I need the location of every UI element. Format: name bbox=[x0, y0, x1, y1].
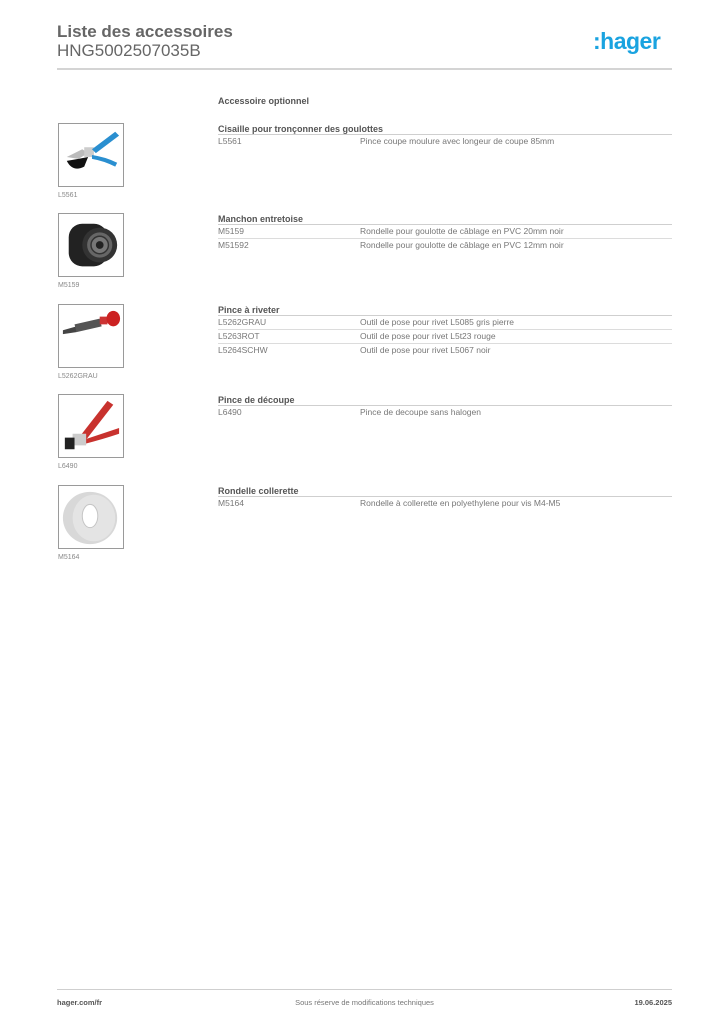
article-ref: M5159 bbox=[218, 226, 244, 236]
table-row: M51592 Rondelle pour goulotte de câblage… bbox=[218, 239, 672, 253]
disclaimer: Sous réserve de modifications techniques bbox=[295, 998, 434, 1007]
article-description: Pince coupe moulure avec longeur de coup… bbox=[360, 136, 555, 146]
article-ref: L5263ROT bbox=[218, 331, 260, 341]
category-title: Cisaille pour tronçonner des goulottes bbox=[218, 123, 672, 135]
product-reference: HNG5002507035B bbox=[57, 41, 201, 60]
table-row: M5164 Rondelle à collerette en polyethyl… bbox=[218, 497, 672, 511]
rivet-tool-icon bbox=[58, 304, 124, 368]
article-description: Outil de pose pour rivet L5t23 rouge bbox=[360, 331, 496, 341]
image-label: L6490 bbox=[58, 463, 78, 470]
article-ref: L5262GRAU bbox=[218, 317, 267, 327]
image-label: M5159 bbox=[58, 282, 80, 289]
article-ref: L5264SCHW bbox=[218, 345, 268, 355]
category-title: Rondelle collerette bbox=[218, 485, 672, 497]
spacer-sleeve-icon bbox=[58, 213, 124, 277]
article-ref: M5164 bbox=[218, 498, 244, 508]
document-header: Liste des accessoires HNG5002507035B bbox=[57, 22, 233, 60]
table-row: M5159 Rondelle pour goulotte de câblage … bbox=[218, 225, 672, 239]
article-description: Pince de decoupe sans halogen bbox=[360, 407, 481, 417]
category-title: Manchon entretoise bbox=[218, 213, 672, 225]
table-row: L6490 Pince de decoupe sans halogen bbox=[218, 406, 672, 420]
collar-washer-icon bbox=[58, 485, 124, 549]
table-row: L5264SCHW Outil de pose pour rivet L5067… bbox=[218, 344, 672, 358]
table-row: L5561 Pince coupe moulure avec longeur d… bbox=[218, 135, 672, 149]
cutting-pliers-icon bbox=[58, 394, 124, 458]
category-title: Pince de découpe bbox=[218, 394, 672, 406]
article-description: Rondelle pour goulotte de câblage en PVC… bbox=[360, 240, 564, 250]
table-row: L5262GRAU Outil de pose pour rivet L5085… bbox=[218, 316, 672, 330]
section-title: Accessoire optionnel bbox=[218, 96, 310, 106]
article-description: Outil de pose pour rivet L5085 gris pier… bbox=[360, 317, 515, 327]
document-date: 19.06.2025 bbox=[634, 998, 672, 1007]
image-label: L5561 bbox=[58, 192, 78, 199]
image-label: L5262GRAU bbox=[58, 373, 98, 380]
page-title: Liste des accessoires bbox=[57, 22, 233, 41]
hager-logo: :hager bbox=[593, 28, 661, 54]
header-divider bbox=[57, 68, 672, 70]
footer-divider bbox=[57, 989, 672, 990]
category-title: Pince à riveter bbox=[218, 304, 672, 316]
article-description: Rondelle pour goulotte de câblage en PVC… bbox=[360, 226, 564, 236]
article-ref: L5561 bbox=[218, 136, 242, 146]
shears-icon bbox=[58, 123, 124, 187]
website-link[interactable]: hager.com/fr bbox=[57, 998, 103, 1007]
table-row: L5263ROT Outil de pose pour rivet L5t23 … bbox=[218, 330, 672, 344]
article-description: Rondelle à collerette en polyethylene po… bbox=[360, 498, 561, 508]
image-label: M5164 bbox=[58, 554, 80, 561]
article-ref: L6490 bbox=[218, 407, 242, 417]
article-description: Outil de pose pour rivet L5067 noir bbox=[360, 345, 491, 355]
article-ref: M51592 bbox=[218, 240, 249, 250]
